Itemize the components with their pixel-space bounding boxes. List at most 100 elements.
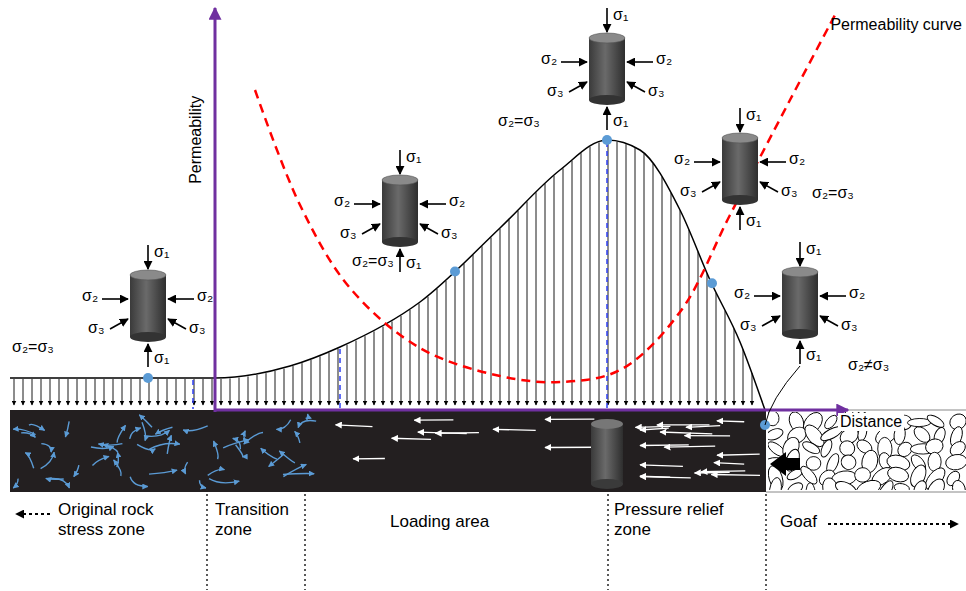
gas-flow-arrow (244, 432, 263, 444)
stress-arrow (122, 379, 123, 405)
stress-symbol: σ₂ (334, 192, 350, 210)
rock-fragment (893, 482, 910, 490)
stress-arrow (671, 193, 672, 405)
stress-condition: σ₂=σ₃ (352, 252, 394, 270)
stress-arrow (725, 311, 726, 405)
stress-condition: σ₂=σ₃ (12, 338, 54, 356)
rock-fragment (911, 479, 928, 490)
rock-specimen (561, 8, 653, 130)
gas-flow-arrow (414, 419, 453, 421)
stress-arrow (338, 349, 339, 405)
rock-fragment (786, 480, 805, 490)
stress-direction-arrow (799, 341, 801, 364)
stress-symbol: σ₃ (740, 316, 756, 334)
stress-arrow (185, 379, 186, 405)
stress-direction-arrow (754, 295, 780, 297)
stress-direction-arrow (420, 224, 438, 234)
gas-flow-arrow (717, 420, 744, 422)
stress-direction-arrow (561, 61, 587, 63)
stress-condition: σ₂=σ₃ (812, 184, 854, 202)
zone-label: Pressure relief zone (614, 500, 754, 541)
rock-fragment (925, 413, 946, 430)
measuring-point (143, 373, 153, 383)
gas-flow-arrow (114, 460, 122, 476)
stress-direction-arrow (362, 224, 380, 234)
rock-specimen (754, 242, 846, 364)
stress-direction-arrow (760, 182, 778, 192)
zone-label: Goaf (780, 512, 817, 532)
gas-flow-arrow (711, 474, 760, 476)
stress-direction-arrow (354, 203, 380, 205)
stress-arrow (563, 168, 564, 405)
stress-arrow (131, 379, 132, 405)
stress-direction-arrow (739, 207, 741, 230)
dotted-arrow-left (16, 513, 50, 515)
gas-flow-arrow (142, 422, 146, 440)
gas-flow-arrow (149, 470, 177, 474)
zone-dividers (16, 366, 958, 590)
stress-arrow (320, 356, 321, 405)
permeability-curve (255, 15, 835, 382)
stress-arrow (329, 353, 330, 405)
distance-axis (214, 409, 848, 412)
stress-arrow (266, 373, 267, 405)
stress-direction-arrow (420, 203, 446, 205)
gas-flow-arrow (298, 421, 316, 428)
stress-direction-arrow (569, 82, 587, 92)
gas-flow-arrow (640, 444, 689, 446)
stress-arrow (23, 379, 24, 405)
stress-arrow (374, 331, 375, 405)
stress-arrow (743, 349, 744, 405)
stress-arrow (536, 192, 537, 405)
measuring-point (707, 278, 717, 288)
seam-specimen (591, 419, 623, 489)
stress-arrow (59, 379, 60, 405)
stress-arrow (410, 310, 411, 405)
gas-flow-arrow (545, 418, 594, 420)
stress-symbol: σ₁ (746, 212, 761, 230)
rock-fragment (855, 477, 883, 490)
stress-arrow (698, 252, 699, 405)
stress-symbol: σ₃ (841, 316, 857, 334)
gas-flow-arrow (306, 414, 308, 419)
gas-flow-arrow (25, 453, 33, 469)
gas-flow-arrow (660, 432, 712, 434)
stress-arrow (437, 289, 438, 405)
stress-arrow (383, 327, 384, 405)
rock-fragment (944, 453, 966, 472)
gas-flow-arrow (98, 444, 122, 445)
stress-symbol: σ₃ (547, 82, 563, 100)
stress-arrow (239, 378, 240, 405)
stress-symbol: σ₃ (88, 319, 104, 337)
stress-arrow (734, 329, 735, 405)
stress-symbol: σ₃ (441, 224, 457, 242)
gas-flow-arrow (684, 435, 730, 437)
stress-arrow (284, 369, 285, 405)
stress-arrow (716, 293, 717, 405)
stress-arrow (203, 379, 204, 405)
coal-seam (10, 410, 766, 492)
gas-flow-arrow (92, 456, 109, 465)
gas-flow-arrow (640, 428, 669, 430)
stress-symbol: σ₃ (781, 182, 797, 200)
leader-line (765, 366, 800, 425)
stress-symbol: σ₁ (806, 240, 821, 258)
stress-arrow (140, 379, 141, 405)
stress-arrow (572, 161, 573, 405)
gas-flow-arrow (353, 458, 385, 460)
gas-flow-arrow (199, 480, 205, 488)
stress-symbol: σ₂ (449, 192, 465, 210)
stress-arrow (302, 363, 303, 405)
stress-arrow (707, 273, 708, 405)
gas-flow-arrow (233, 438, 241, 449)
stress-arrow (581, 153, 582, 405)
stress-direction-arrow (762, 316, 780, 326)
gas-flow-arrow (717, 454, 760, 455)
stress-symbol: σ₂ (734, 284, 750, 302)
gas-flow-arrow (336, 425, 373, 427)
stress-symbol: σ₃ (340, 224, 356, 242)
stress-arrow (311, 360, 312, 405)
stress-arrow (104, 379, 105, 405)
stress-arrows (14, 141, 752, 405)
rock-fragment (854, 467, 871, 483)
